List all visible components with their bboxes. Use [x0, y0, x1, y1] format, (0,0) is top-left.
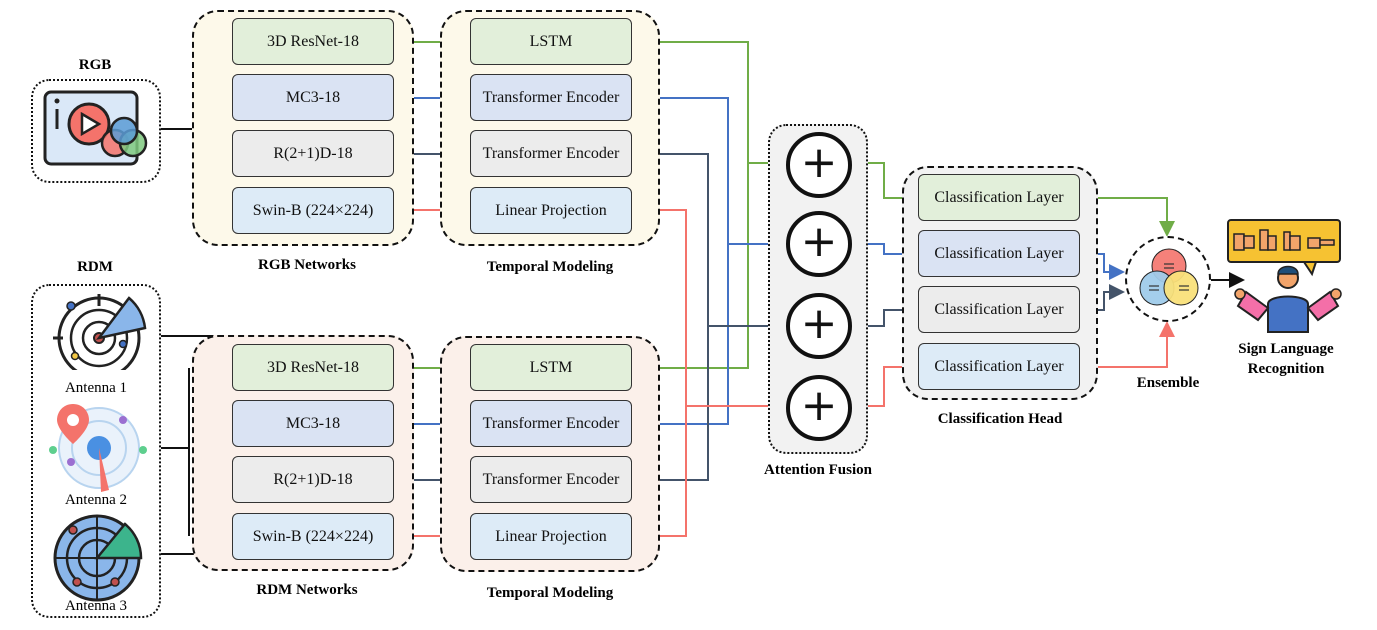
rdm-temporal-transformer-2: Transformer Encoder: [470, 456, 632, 503]
rdm-temporal-transformer-1: Transformer Encoder: [470, 400, 632, 447]
rdm-temporal-title: Temporal Modeling: [486, 585, 614, 601]
classification-layer-2: Classification Layer: [918, 230, 1080, 277]
fusion-to-cls-1: [853, 162, 919, 206]
rgb-transformer2-to-fusion: [633, 153, 787, 334]
radar-screen-icon: [53, 514, 143, 602]
rgb-backbone-mc3-18: MC3-18: [232, 74, 394, 121]
classification-head-title: Classification Head: [937, 411, 1063, 427]
rgb-temporal-linear-projection: Linear Projection: [470, 187, 632, 234]
rdm-temporal-linear-projection: Linear Projection: [470, 513, 632, 560]
rgb-input-label: RGB: [78, 57, 112, 73]
ensemble-title: Ensemble: [1136, 375, 1200, 391]
antenna-2-label: Antenna 2: [64, 492, 128, 508]
fusion-to-cls-2: [853, 243, 919, 262]
rdm-input-box: Antenna 1 Antenna 2 Antenna 3: [31, 284, 161, 618]
sign-language-person-icon: [1227, 219, 1342, 333]
rgb-backbone-r2plus1d-18: R(2+1)D-18: [232, 130, 394, 177]
ensemble-node: [1125, 236, 1211, 322]
rgb-networks-title: RGB Networks: [258, 257, 356, 273]
rdm-backbone-swin-b: Swin-B (224×224): [232, 513, 394, 560]
plus-icon: +: [800, 137, 838, 188]
fusion-to-cls-3: [853, 302, 919, 327]
classification-layer-3: Classification Layer: [918, 286, 1080, 333]
venn-icon: [1139, 248, 1199, 306]
rgb-lstm-to-fusion: [633, 41, 787, 171]
fusion-node-4: +: [786, 375, 852, 441]
video-frame-icon: [43, 90, 148, 166]
antenna-1-label: Antenna 1: [64, 380, 128, 396]
rgb-temporal-title: Temporal Modeling: [486, 259, 614, 275]
attention-fusion-title: Attention Fusion: [764, 462, 872, 478]
plus-icon: +: [800, 298, 838, 349]
output-title-line1: Sign Language: [1238, 341, 1334, 357]
antenna-3-label: Antenna 3: [64, 598, 128, 614]
rdm-backbone-r2plus1d-18: R(2+1)D-18: [232, 456, 394, 503]
cls4-to-ensemble: [1081, 321, 1175, 368]
fusion-node-2: +: [786, 211, 852, 277]
rgb-temporal-transformer-2: Transformer Encoder: [470, 130, 632, 177]
fusion-node-1: +: [786, 132, 852, 198]
fusion-to-cls-4: [853, 359, 919, 407]
rdm-temporal-lstm: LSTM: [470, 344, 632, 391]
fusion-node-3: +: [786, 293, 852, 359]
rgb-input-box: [31, 79, 161, 183]
rdm-backbone-3d-resnet18: 3D ResNet-18: [232, 344, 394, 391]
rgb-temporal-transformer-1: Transformer Encoder: [470, 74, 632, 121]
rgb-transformer-to-fusion: [633, 97, 787, 252]
location-radar-icon: [49, 404, 147, 492]
cls1-to-ensemble: [1081, 197, 1175, 237]
rdm-networks-title: RDM Networks: [256, 582, 358, 598]
classification-layer-1: Classification Layer: [918, 174, 1080, 221]
plus-icon: +: [800, 216, 838, 267]
rgb-backbone-3d-resnet18: 3D ResNet-18: [232, 18, 394, 65]
rdm-input-label: RDM: [77, 259, 113, 275]
classification-layer-4: Classification Layer: [918, 343, 1080, 390]
rdm-transformer-to-fusion: [633, 244, 729, 425]
radar-sweep-icon: [53, 294, 147, 370]
output-title-line2: Recognition: [1247, 361, 1325, 377]
rdm-backbone-mc3-18: MC3-18: [232, 400, 394, 447]
rgb-temporal-lstm: LSTM: [470, 18, 632, 65]
rgb-backbone-swin-b: Swin-B (224×224): [232, 187, 394, 234]
rdm-lstm-to-fusion: [633, 163, 749, 369]
plus-icon: +: [800, 380, 838, 431]
